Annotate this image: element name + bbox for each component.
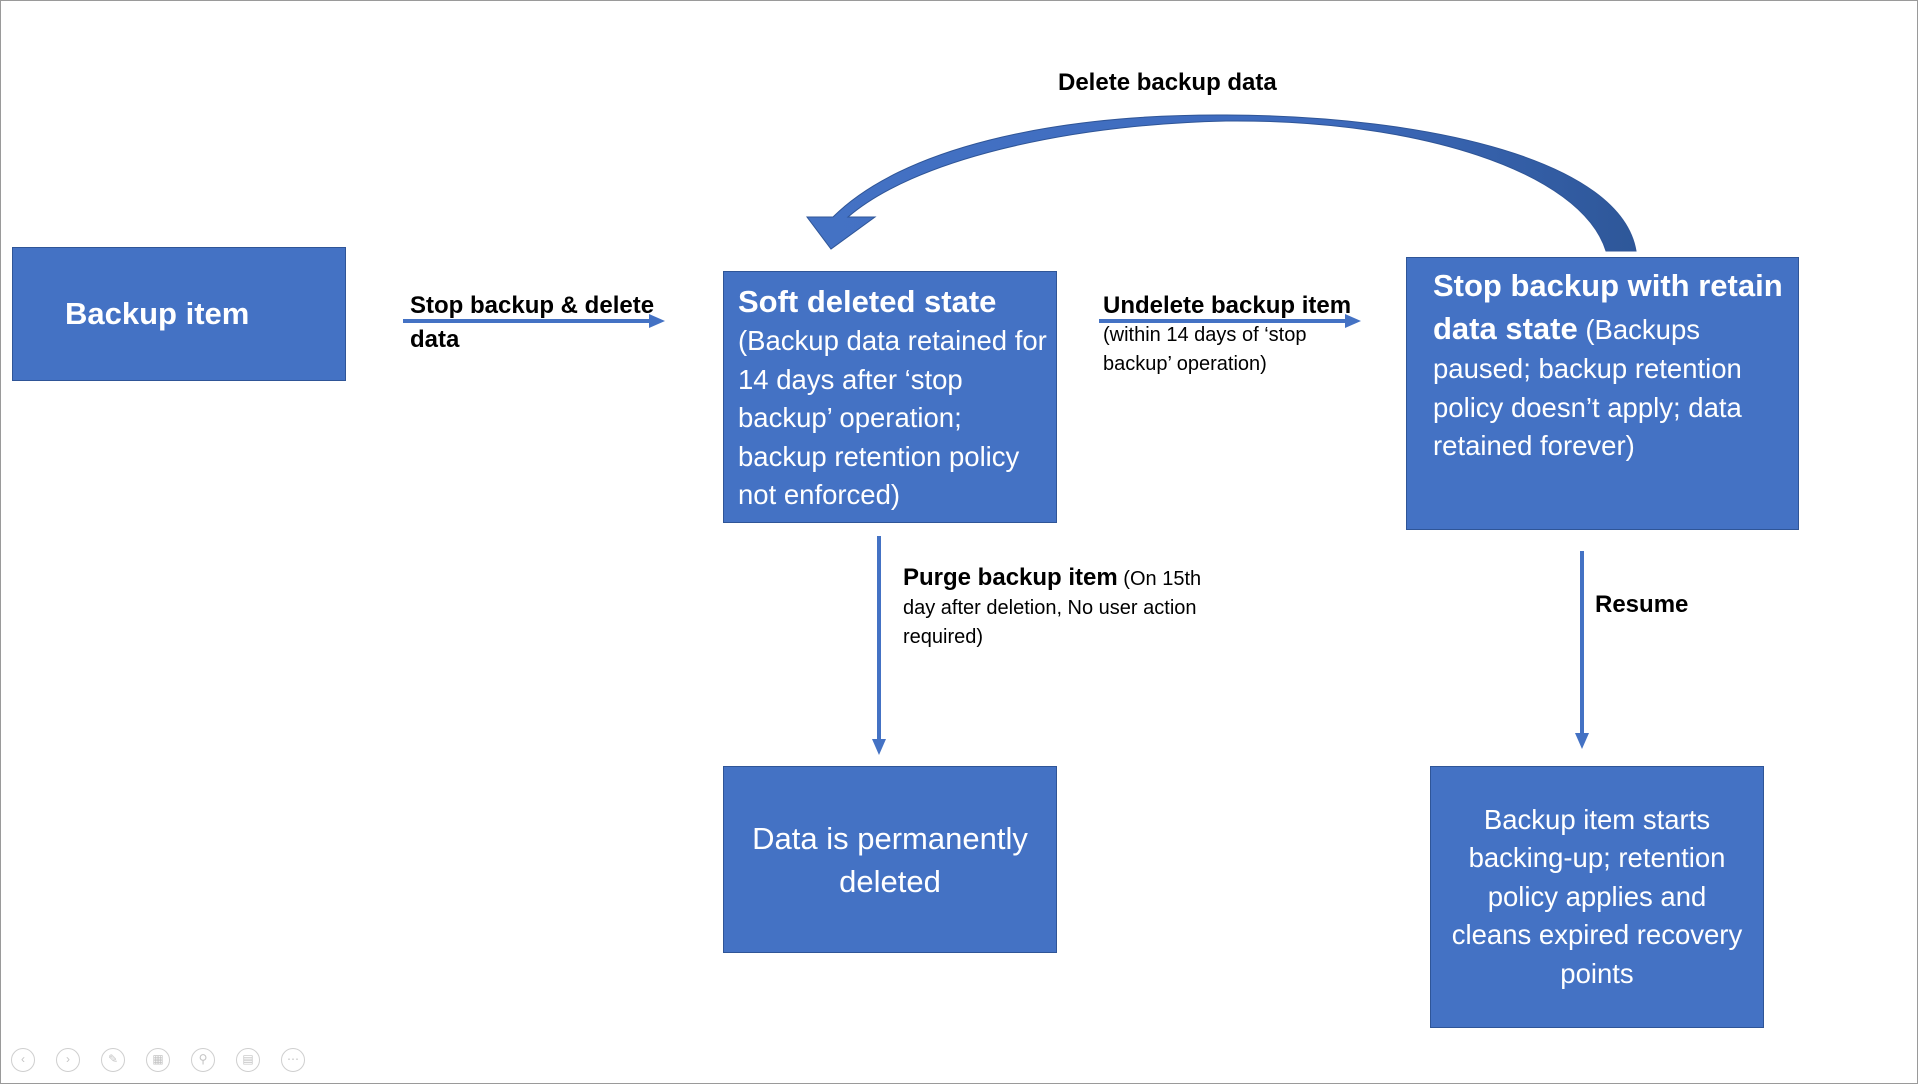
edge-label-resume: Resume — [1595, 591, 1688, 619]
arrow-stop-delete — [403, 314, 665, 328]
edge-label-purge-note: (On 15th day after deletion, No user act… — [903, 568, 1202, 648]
arrow-delete-backup-data — [806, 114, 1637, 252]
node-soft-deleted-state: Soft deleted state (Backup data retained… — [723, 271, 1057, 523]
edge-label-stop-delete: Stop backup & delete data — [410, 289, 680, 357]
edge-label-undelete: Undelete backup item (within 14 days of … — [1103, 291, 1363, 379]
edge-label-delete-backup-data: Delete backup data — [1058, 69, 1277, 97]
arrow-resume — [1575, 551, 1589, 749]
pen-icon[interactable]: ✎ — [101, 1048, 125, 1072]
next-icon[interactable]: › — [56, 1048, 80, 1072]
node-permanently-deleted-label: Data is permanently deleted — [752, 820, 1028, 899]
zoom-icon[interactable]: ⚲ — [191, 1048, 215, 1072]
edge-label-purge: Purge backup item (On 15th day after del… — [903, 563, 1233, 652]
edge-label-stop-delete-text: Stop backup & delete data — [410, 292, 655, 353]
more-icon[interactable]: ⋯ — [281, 1048, 305, 1072]
arrow-purge — [872, 536, 886, 755]
node-soft-deleted-body: (Backup data retained for 14 days after … — [738, 325, 1047, 510]
node-permanently-deleted: Data is permanently deleted — [723, 766, 1057, 953]
node-soft-deleted-title: Soft deleted state — [738, 284, 997, 319]
node-resumed-label: Backup item starts backing-up; retention… — [1451, 803, 1743, 989]
node-backup-item-label: Backup item — [65, 296, 250, 331]
edge-label-undelete-note: (within 14 days of ‘stop backup’ operati… — [1103, 324, 1307, 375]
previous-icon[interactable]: ‹ — [11, 1048, 35, 1072]
node-resumed: Backup item starts backing-up; retention… — [1430, 766, 1764, 1028]
node-stop-retain-title: Stop backup with retain data state — [1433, 268, 1783, 346]
node-stop-retain-body: (Backups paused; backup retention policy… — [1433, 314, 1742, 461]
edge-label-undelete-title: Undelete backup item — [1103, 292, 1352, 319]
edge-label-purge-title: Purge backup item — [903, 564, 1118, 591]
arrow-undelete — [1099, 314, 1361, 328]
edge-label-resume-text: Resume — [1595, 591, 1689, 618]
node-stop-backup-retain: Stop backup with retain data state (Back… — [1406, 257, 1799, 530]
slides-icon[interactable]: ▦ — [146, 1048, 170, 1072]
subtitles-icon[interactable]: ▤ — [236, 1048, 260, 1072]
edge-label-delete-backup-data-text: Delete backup data — [1058, 69, 1277, 96]
node-backup-item: Backup item — [12, 247, 346, 381]
